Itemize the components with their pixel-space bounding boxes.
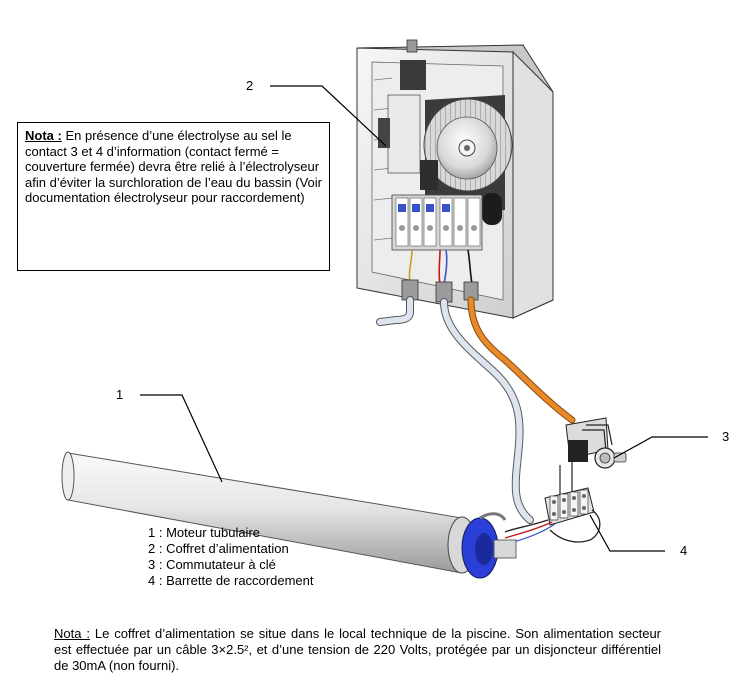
leader-lines [140, 85, 708, 552]
bottom-nota-label: Nota : [54, 626, 90, 641]
legend-item: 4 : Barrette de raccordement [148, 573, 314, 588]
legend-item: 1 : Moteur tubulaire [148, 525, 261, 540]
terminal-strip [544, 487, 595, 526]
callout-2: 2 [246, 78, 254, 93]
toroidal-transformer [423, 98, 513, 192]
nota-text: En présence d’une électrolyse au sel le … [25, 128, 323, 205]
legend: 1 : Moteur tubulaire 2 : Coffret d’alime… [148, 525, 313, 589]
callout-3: 3 [722, 429, 730, 444]
power-box [356, 39, 554, 319]
legend-item: 3 : Commutateur à clé [148, 557, 276, 572]
cable-glands [401, 279, 479, 303]
key-switch [559, 417, 627, 500]
electrolysis-note-box: Nota : En présence d’une électrolyse au … [17, 122, 330, 271]
bottom-nota-text: Le coffret d’alimentation se situe dans … [54, 626, 662, 673]
power-supply-note: Nota : Le coffret d’alimentation se situ… [54, 626, 661, 674]
tubular-motor [61, 451, 517, 579]
callout-4: 4 [680, 543, 688, 558]
callout-1: 1 [116, 387, 124, 402]
legend-item: 2 : Coffret d’alimentation [148, 541, 289, 556]
nota-label: Nota : [25, 128, 62, 143]
din-terminals [391, 194, 483, 251]
